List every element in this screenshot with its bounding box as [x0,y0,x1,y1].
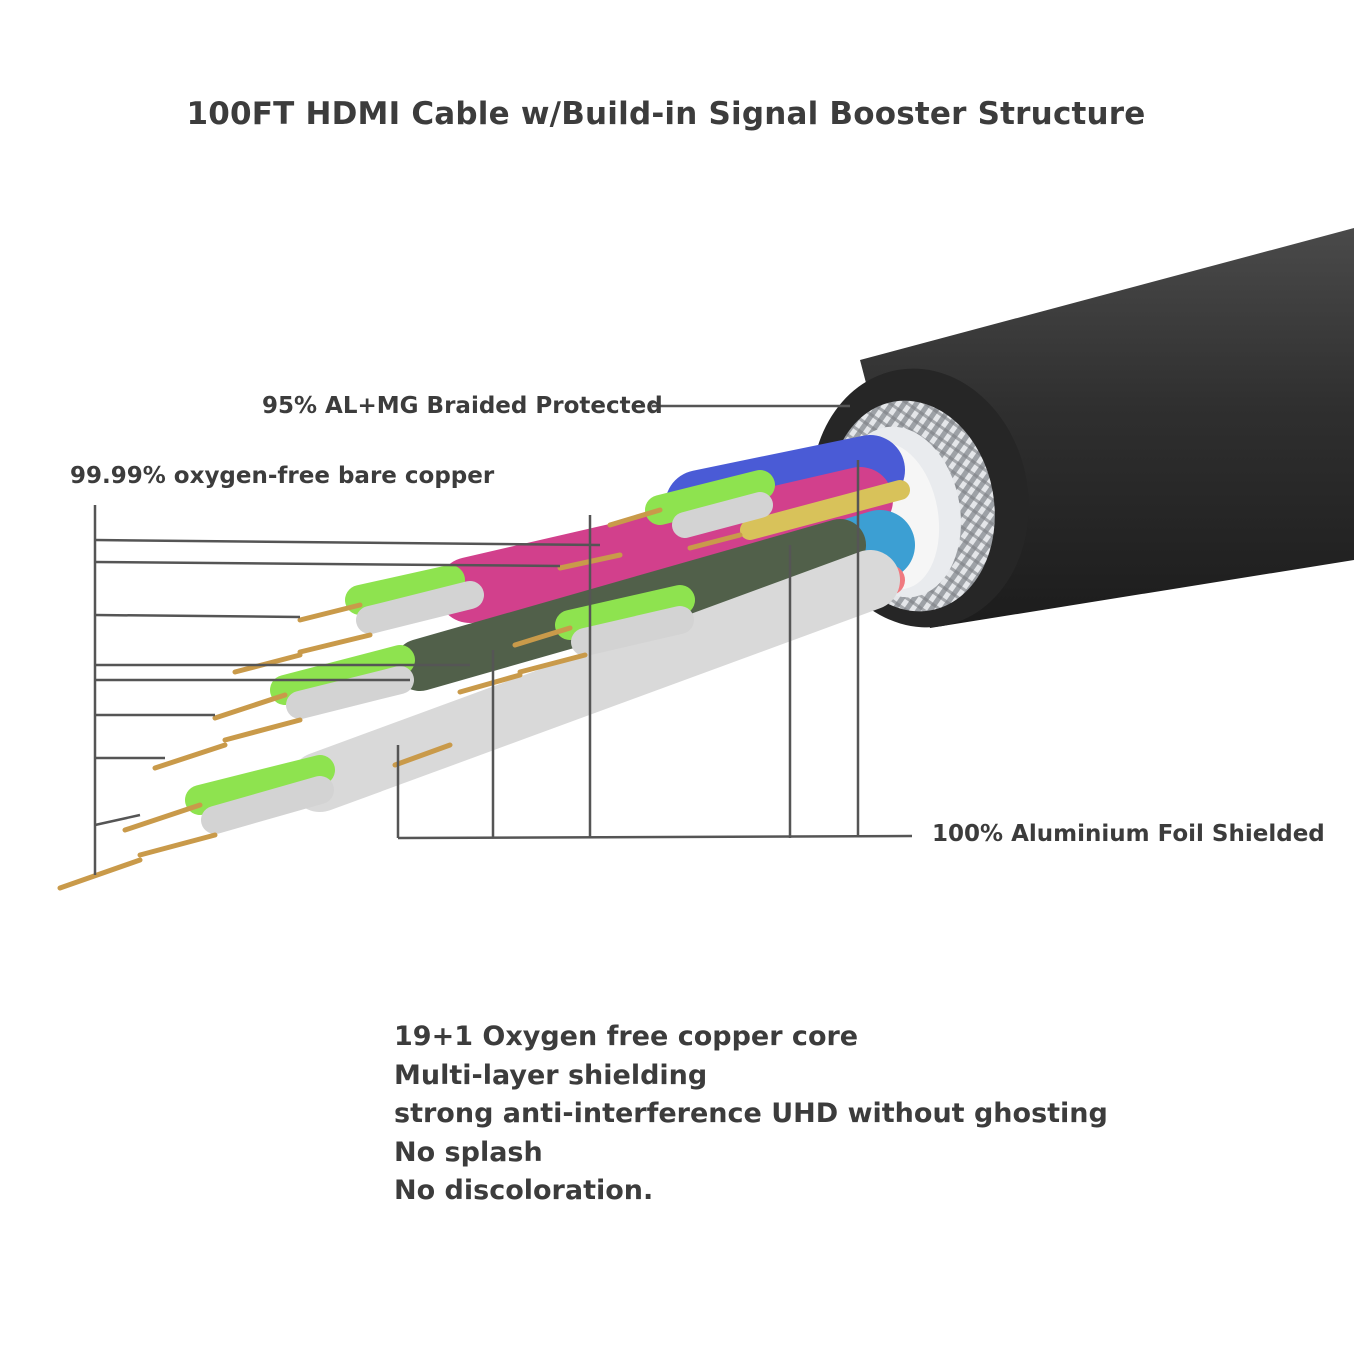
braid-callout-label: 95% AL+MG Braided Protected [262,393,663,419]
feature-list: 19+1 Oxygen free copper core Multi-layer… [394,1018,1108,1211]
feature-item: strong anti-interference UHD without gho… [394,1098,1108,1129]
feature-item: No discoloration. [394,1175,654,1206]
inner-wires [57,435,915,891]
diagram-title: 100FT HDMI Cable w/Build-in Signal Boost… [186,96,1146,132]
callout-lines [93,404,913,875]
feature-item: No splash [394,1136,543,1168]
foil-callout-label: 100% Aluminium Foil Shielded [932,821,1325,847]
feature-item: Multi-layer shielding [394,1059,708,1091]
feature-item: 19+1 Oxygen free copper core [394,1021,859,1052]
copper-callout-label: 99.99% oxygen-free bare copper [70,463,495,489]
